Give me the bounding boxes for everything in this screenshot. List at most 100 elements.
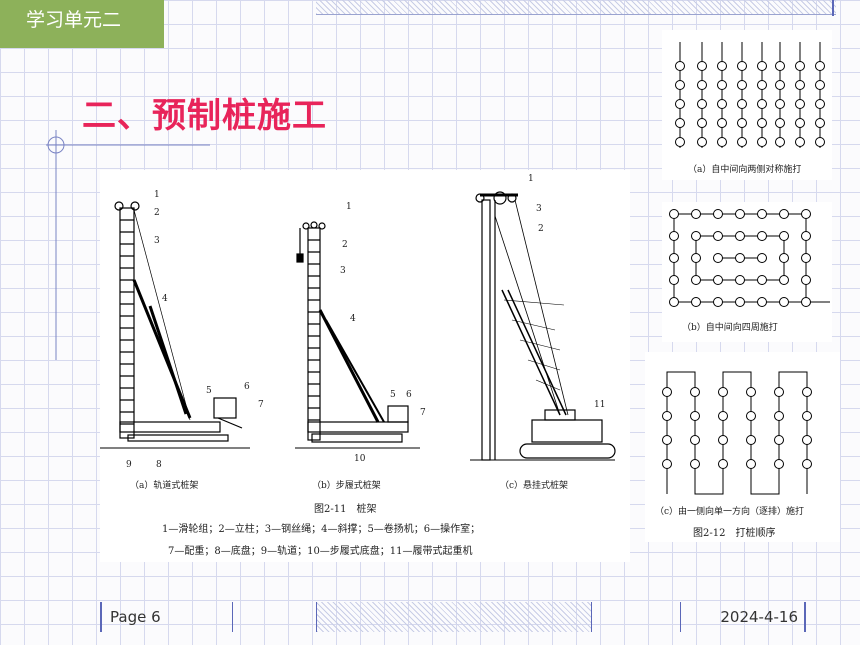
pile-circle: [717, 61, 727, 71]
pile-circle: [746, 387, 756, 397]
callout-label: 4: [162, 294, 168, 304]
serpentine-path: [666, 371, 808, 495]
pile-circle: [675, 118, 685, 128]
pile-circle: [774, 387, 784, 397]
pile-circle: [757, 80, 767, 90]
unit-tag: 学习单元二: [0, 0, 164, 48]
pile-circle: [675, 61, 685, 71]
hanging-pile-frame: [475, 191, 616, 461]
pile-circle: [779, 209, 789, 219]
footer-page-box: Page 6: [100, 602, 233, 632]
figure-2-11-label: 图2-11 桩架: [314, 504, 377, 515]
pile-circle: [774, 411, 784, 421]
pile-circle: [795, 80, 805, 90]
pile-circle: [737, 80, 747, 90]
pile-circle: [795, 99, 805, 109]
callout-label: 6: [406, 390, 412, 400]
pile-circle: [675, 137, 685, 147]
pile-circle: [757, 209, 767, 219]
pile-circle: [775, 99, 785, 109]
pile-circle: [737, 99, 747, 109]
pile-circle: [779, 275, 789, 285]
callout-label: 1: [528, 174, 534, 184]
pile-circle: [802, 459, 812, 469]
pile-circle: [757, 231, 767, 241]
pile-circle: [697, 80, 707, 90]
figure-2-12c-panel: （c）由一侧向单一方向（逐排）施打 图2-12 打桩顺序: [645, 352, 840, 542]
top-decor-line: [832, 0, 834, 16]
callout-label: 2: [538, 224, 544, 234]
top-decor-bar: [316, 0, 836, 15]
pile-circle: [775, 61, 785, 71]
pile-circle: [815, 99, 825, 109]
caption-c: （c）悬挂式桩架: [500, 481, 569, 491]
callout-label: 7: [258, 400, 264, 410]
pile-circle: [779, 253, 789, 263]
callout-label: 8: [156, 460, 162, 470]
pile-circle: [775, 80, 785, 90]
piling-order-a-diagram: [675, 42, 825, 148]
pile-circle: [697, 118, 707, 128]
callout-label: 5: [390, 390, 396, 400]
pile-circle: [713, 297, 723, 307]
caption-a: （a）轨道式桩架: [130, 481, 199, 491]
pile-circle: [717, 118, 727, 128]
pile-circle: [801, 297, 811, 307]
figure-2-11-panel: 1 2 3 4 5 6 7 8 9 1 2 3 4 5 6 7 10 1 2 3…: [100, 170, 630, 562]
pile-circle: [757, 275, 767, 285]
pile-circle: [691, 209, 701, 219]
pile-circle: [675, 99, 685, 109]
unit-tag-label: 学习单元二: [26, 9, 122, 31]
pile-circle: [669, 209, 679, 219]
pile-circle: [801, 231, 811, 241]
pile-circle: [746, 459, 756, 469]
pile-circle: [735, 231, 745, 241]
walking-pile-frame: [296, 221, 409, 443]
rail-pile-frame: [114, 201, 243, 442]
pile-circle: [802, 435, 812, 445]
pile-circle: [795, 137, 805, 147]
pile-circle: [801, 275, 811, 285]
pile-circle: [662, 411, 672, 421]
piling-order-b-diagram: [669, 209, 830, 307]
pile-circle: [757, 99, 767, 109]
pile-circle: [795, 118, 805, 128]
pile-circle: [718, 387, 728, 397]
pile-circle: [690, 387, 700, 397]
footer-date: 2024-4-16: [720, 608, 798, 626]
pile-circle: [757, 297, 767, 307]
pile-circle: [737, 61, 747, 71]
pile-circle: [779, 297, 789, 307]
pile-circle: [717, 137, 727, 147]
figure-2-12-label: 图2-12 打桩顺序: [693, 528, 776, 539]
pile-circle: [746, 435, 756, 445]
pile-circle: [746, 411, 756, 421]
pile-circle: [801, 253, 811, 263]
pile-circle: [735, 297, 745, 307]
callout-label: 3: [340, 266, 346, 276]
pile-circle: [815, 80, 825, 90]
pile-frames-drawing: [100, 191, 616, 461]
callout-label: 3: [536, 204, 542, 214]
callout-label: 10: [354, 454, 366, 464]
pile-circle: [735, 275, 745, 285]
caption-2-12b: （b）自中间向四周施打: [682, 323, 778, 333]
pile-circle: [713, 253, 723, 263]
figure-2-11-legend-line2: 7—配重；8—底盘；9—轨道；10—步履式底盘；11—履带式起重机: [168, 546, 473, 557]
pile-circle: [662, 387, 672, 397]
pile-circle: [802, 387, 812, 397]
caption-2-12c: （c）由一侧向单一方向（逐排）施打: [655, 507, 805, 517]
pile-circle: [718, 411, 728, 421]
pile-circle: [774, 459, 784, 469]
pile-circle: [691, 253, 701, 263]
pile-circle: [669, 231, 679, 241]
callout-label: 1: [154, 190, 160, 200]
caption-b: （b）步履式桩架: [312, 481, 381, 491]
pile-circle: [779, 231, 789, 241]
pile-circle: [669, 297, 679, 307]
figure-2-11-legend-line1: 1—滑轮组；2—立柱；3—钢丝绳；4—斜撑；5—卷扬机；6—操作室；: [162, 524, 481, 535]
pile-circle: [775, 137, 785, 147]
callout-label: 3: [154, 236, 160, 246]
pile-circle: [717, 80, 727, 90]
pile-circle: [815, 137, 825, 147]
